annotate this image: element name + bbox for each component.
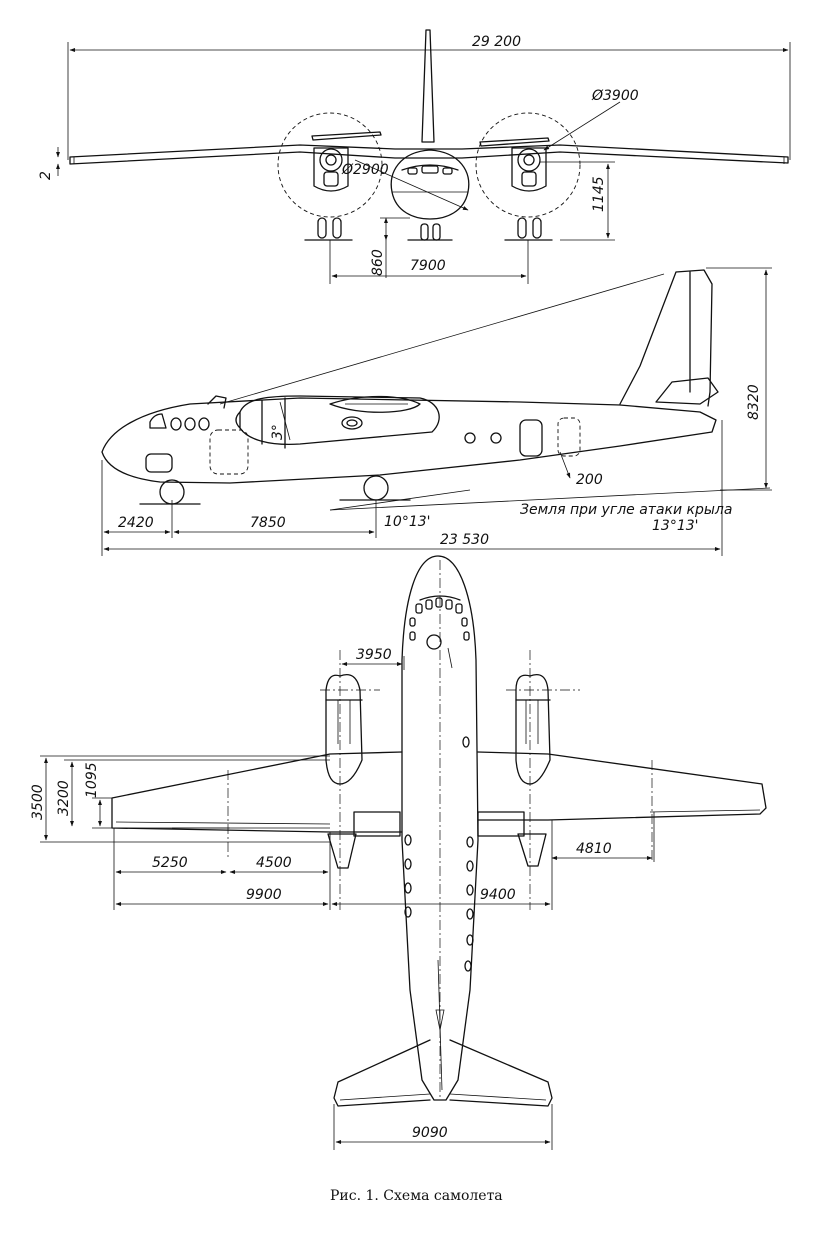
prop-disc-right — [475, 112, 581, 218]
nacelle-left-top — [325, 673, 363, 869]
nacelle-right-top — [515, 673, 551, 867]
gear-side-nose — [139, 479, 201, 505]
front-view: 29 200 Ø2900 Ø3900 — [38, 29, 791, 284]
engine-angle-label: 3° — [270, 424, 286, 440]
wheelbase-label: 7850 — [250, 515, 286, 531]
tail-clearance-label: 200 — [576, 472, 603, 488]
gear-front-nose — [407, 223, 453, 241]
left-half-span-label: 9900 — [246, 887, 282, 903]
span-label: 29 200 — [472, 34, 521, 50]
gear-side-main — [339, 475, 411, 501]
chord-1095-label: 1095 — [84, 762, 100, 798]
tailplane-span-label: 9090 — [412, 1125, 448, 1141]
ground-angle-label: 10°13' — [384, 514, 430, 530]
tailplane-top — [333, 1039, 553, 1107]
nacelle-right — [511, 147, 547, 192]
nacelle-side — [239, 395, 440, 446]
clearance-label: 860 — [370, 249, 386, 276]
side-view: 3° 200 10°13' Земля при угле атаки крыла… — [101, 267, 772, 556]
wing-front — [69, 144, 789, 165]
nacelle-left — [313, 147, 349, 192]
gear-front-left — [304, 217, 353, 241]
figure-caption: Рис. 1. Схема самолета — [330, 1188, 503, 1204]
wing-right-top — [477, 751, 767, 821]
gear-front-right — [504, 217, 553, 241]
prop-dia-label: Ø3900 — [591, 88, 639, 104]
left-outer-label: 5250 — [152, 855, 188, 871]
ground-label: Земля при угле атаки крыла — [520, 502, 732, 518]
prop-disc-left — [277, 112, 383, 218]
fin-side — [619, 269, 713, 407]
fuselage-front — [390, 149, 470, 220]
ground-label-angle: 13°13' — [652, 518, 698, 534]
wing-left-top — [111, 751, 403, 833]
fin-front — [421, 29, 435, 143]
fuselage-dia-label: Ø2900 — [341, 162, 389, 178]
right-outer-label: 4810 — [576, 841, 612, 857]
left-inner-label: 4500 — [256, 855, 292, 871]
right-half-span-label: 9400 — [480, 887, 516, 903]
chord-3200-label: 3200 — [56, 780, 72, 816]
fuselage-top — [401, 555, 479, 1101]
ground-line — [329, 487, 771, 511]
chord-3500-label: 3500 — [30, 784, 46, 820]
axis-height-label: 1145 — [591, 176, 607, 212]
height-label: 8320 — [746, 384, 762, 420]
length-label: 23 530 — [440, 532, 489, 548]
dihedral-label: 2 — [38, 171, 54, 180]
nacelle-offset-label: 3950 — [356, 647, 392, 663]
track-label: 7900 — [410, 258, 446, 274]
fuselage-side — [101, 397, 717, 484]
top-view: 3950 3500 3200 1095 5250 4500 9900 4810 … — [30, 555, 767, 1150]
nose-gear-label: 2420 — [118, 515, 154, 531]
